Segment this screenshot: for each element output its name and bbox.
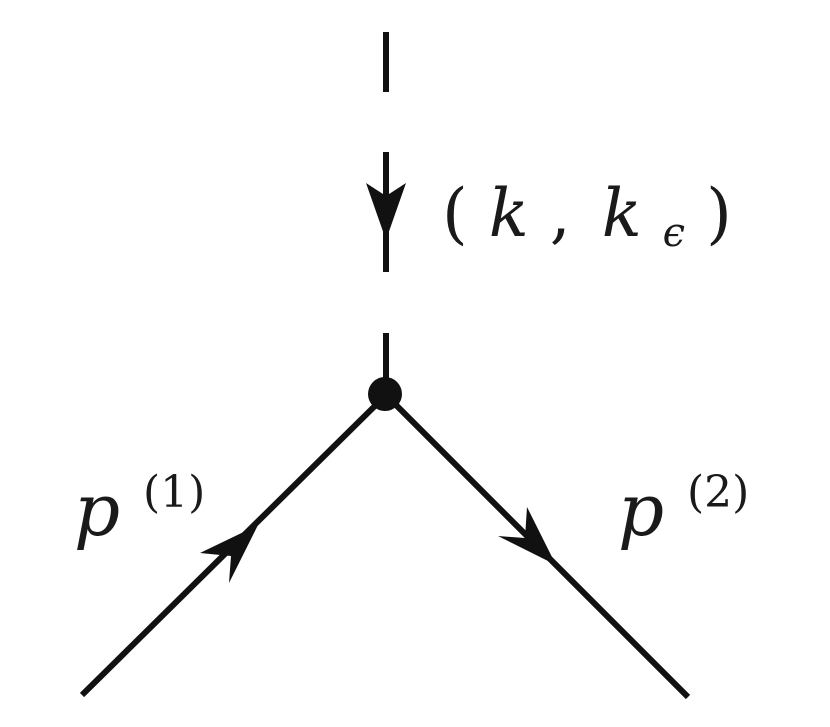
label-epsilon-subscript: ϵ xyxy=(663,210,685,256)
outgoing-momentum-label: p (2) xyxy=(618,467,749,552)
label-close-paren: ) xyxy=(706,175,732,252)
photon-momentum-label: ( k , k ϵ ) xyxy=(442,175,732,262)
photon-arrow xyxy=(366,183,406,240)
outgoing-label-p: p xyxy=(618,468,664,552)
incoming-label-superscript: (1) xyxy=(143,467,205,518)
interaction-vertex xyxy=(368,377,402,411)
label-k-second: k xyxy=(602,175,642,252)
label-k: k xyxy=(489,175,529,252)
incoming-fermion-arrow xyxy=(200,525,258,583)
incoming-label-p: p xyxy=(74,468,120,552)
label-comma: , xyxy=(550,175,571,252)
label-open-paren: ( xyxy=(442,175,468,252)
outgoing-fermion-arrow xyxy=(498,507,556,565)
outgoing-label-superscript: (2) xyxy=(687,467,749,518)
incoming-momentum-label: p (1) xyxy=(74,467,205,552)
